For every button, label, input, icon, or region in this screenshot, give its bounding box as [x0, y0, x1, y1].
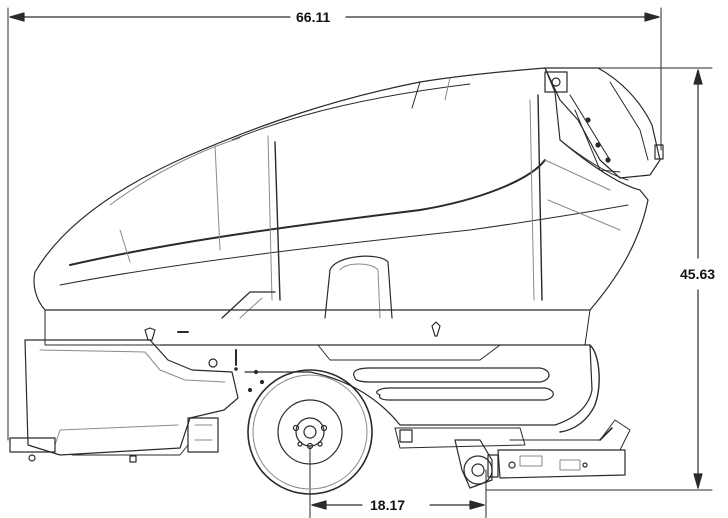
- dimension-wheel-offset: [309, 445, 487, 518]
- wheel-offset-label: 18.17: [366, 497, 410, 513]
- hood: [33, 67, 649, 311]
- overall-height-label: 45.63: [676, 266, 720, 282]
- rear-head-assembly: [544, 67, 664, 179]
- drive-wheel: [247, 369, 373, 495]
- operator-seat: [221, 255, 393, 319]
- scrub-deck-assembly: [394, 419, 631, 489]
- dimension-length: [7, 7, 662, 441]
- lower-body: [44, 309, 600, 433]
- front-housing: [9, 339, 239, 463]
- overall-length-label: 66.11: [292, 9, 335, 25]
- dimension-height: [485, 67, 713, 491]
